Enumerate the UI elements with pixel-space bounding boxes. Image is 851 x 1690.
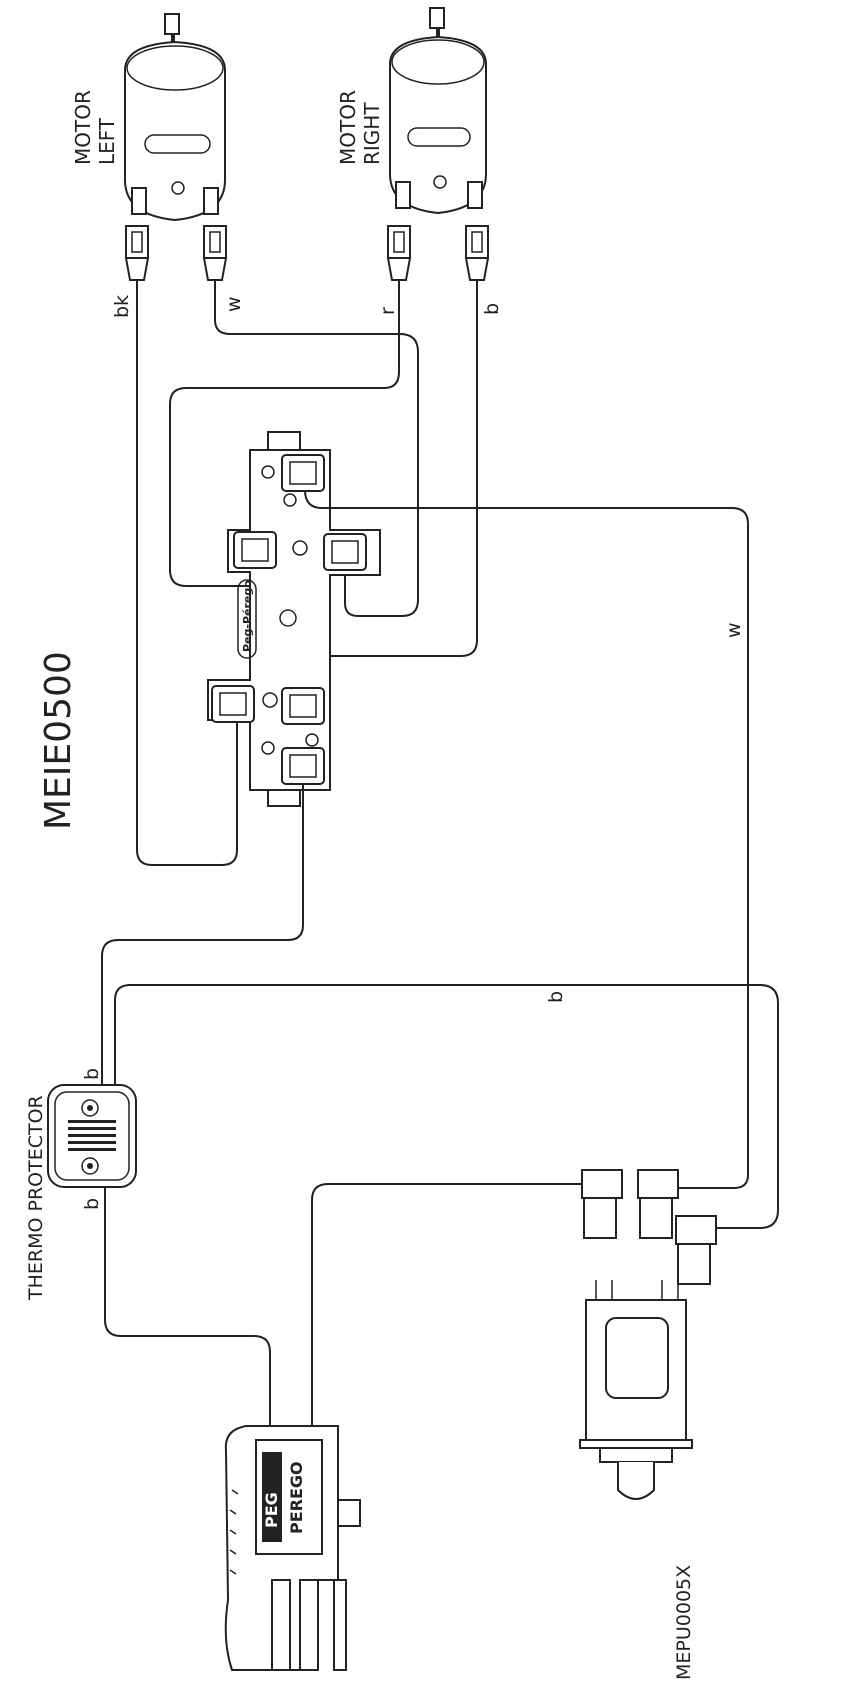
wire-label-r: r <box>377 307 399 315</box>
control-board: Peg-Pérego <box>207 431 381 807</box>
wire-label-thermo-b-bottom: b <box>81 1198 103 1210</box>
wire-r-motor <box>169 280 400 587</box>
wire-label-w-left: w <box>223 296 245 312</box>
spade-connector-b <box>464 225 490 281</box>
board-socket-left-lower <box>211 685 255 723</box>
thermo-protector-label: THERMO PROTECTOR <box>25 1095 47 1301</box>
battery-brand-perego: PEREGO <box>287 1461 306 1534</box>
wire-bk <box>136 280 238 866</box>
switch-code-label: MEPU0005X <box>673 1565 695 1680</box>
spade-connector-bk <box>124 225 150 281</box>
diagram-title: MEIE0500 <box>38 651 79 830</box>
board-socket-top <box>281 454 325 492</box>
motor-right <box>389 7 487 215</box>
switch-connector-2 <box>581 1169 623 1239</box>
wire-label-w-long: w <box>723 622 745 638</box>
spade-connector-w <box>202 225 228 281</box>
switch-connector-3 <box>675 1215 717 1285</box>
wire-r-battery <box>311 1183 590 1425</box>
wire-thermo-battery <box>104 1180 271 1425</box>
thermo-protector <box>47 1084 137 1188</box>
switch-connector-1 <box>637 1169 679 1239</box>
board-socket-center-lower <box>281 687 325 725</box>
wire-w-switch <box>304 489 749 1189</box>
wire-b-long <box>114 984 779 1229</box>
switch-body <box>579 1280 693 1500</box>
board-socket-left-upper <box>233 531 277 569</box>
motor-right-label: MOTOR RIGHT <box>336 84 384 165</box>
wire-w-motor <box>214 280 419 617</box>
wire-label-thermo-b-top: b <box>81 1068 103 1080</box>
wire-label-bk: bk <box>111 295 133 318</box>
wire-label-b-long: b <box>545 991 567 1003</box>
battery-brand-peg: PEG <box>262 1492 281 1528</box>
battery-plug: PEG PEREGO <box>224 1425 361 1671</box>
motor-left <box>124 13 226 222</box>
wire-board-thermo <box>101 784 304 1090</box>
wire-label-b-right: b <box>481 303 503 315</box>
board-brand-label: Peg-Pérego <box>241 580 254 652</box>
spade-connector-r <box>386 225 412 281</box>
board-socket-bottom <box>281 747 325 785</box>
motor-left-label: MOTOR LEFT <box>71 84 119 165</box>
board-socket-right-upper <box>323 533 367 571</box>
